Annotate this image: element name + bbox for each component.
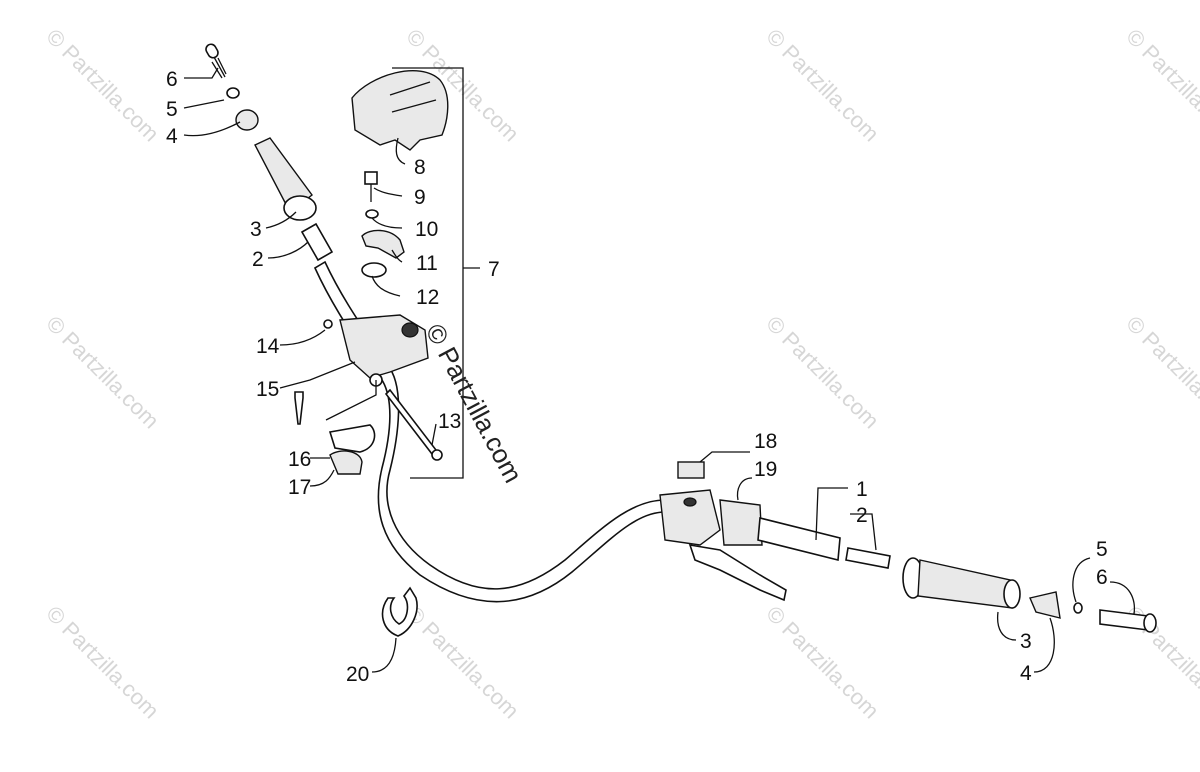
left-bar-end-screw bbox=[205, 43, 219, 59]
right-grip bbox=[902, 557, 1021, 609]
callout-3-left: 3 bbox=[250, 218, 262, 241]
right-control-housing bbox=[659, 461, 787, 602]
watermark: © Partzilla.com bbox=[41, 601, 164, 724]
watermark: © Partzilla.com bbox=[761, 24, 884, 147]
clip-12 bbox=[361, 262, 387, 278]
callout-4-right: 4 bbox=[1020, 662, 1032, 685]
callout-9: 9 bbox=[414, 186, 426, 209]
callout-2-right: 2 bbox=[856, 504, 868, 527]
callout-20: 20 bbox=[346, 663, 369, 686]
callout-13: 13 bbox=[438, 410, 461, 433]
callout-5-left: 5 bbox=[166, 98, 178, 121]
callout-19: 19 bbox=[754, 458, 777, 481]
throttle-hardware bbox=[361, 171, 405, 278]
callout-8: 8 bbox=[414, 156, 426, 179]
bolt-14 bbox=[323, 319, 333, 329]
leader-lines bbox=[183, 67, 1136, 673]
screw-9 bbox=[364, 171, 378, 185]
callout-11: 11 bbox=[416, 252, 438, 275]
clip-20-group bbox=[381, 586, 418, 637]
callout-6-right: 6 bbox=[1096, 566, 1108, 589]
callout-15: 15 bbox=[256, 378, 279, 401]
right-grip-tube bbox=[757, 516, 891, 569]
bracket-7 bbox=[392, 67, 480, 479]
throttle-housing bbox=[294, 314, 443, 461]
decal-18 bbox=[677, 461, 705, 479]
lever-body-17 bbox=[329, 450, 363, 475]
plate-11 bbox=[361, 229, 405, 259]
watermark: © Partzilla.com bbox=[401, 601, 524, 724]
callout-14: 14 bbox=[256, 335, 280, 358]
watermark: © Partzilla.com bbox=[761, 311, 884, 434]
brake-lever bbox=[688, 543, 787, 602]
left-grip bbox=[254, 137, 313, 214]
callout-12: 12 bbox=[416, 286, 439, 309]
callout-18: 18 bbox=[754, 430, 777, 453]
left-grip-flange bbox=[283, 195, 317, 221]
callout-16: 16 bbox=[288, 448, 311, 471]
watermark: © Partzilla.com bbox=[1121, 24, 1200, 147]
left-washer bbox=[226, 87, 240, 99]
switch-housing bbox=[659, 489, 721, 546]
callout-2-left: 2 bbox=[252, 248, 264, 271]
sleeve-2 bbox=[845, 547, 891, 569]
right-bar-end bbox=[1029, 591, 1157, 633]
callout-1: 1 bbox=[856, 478, 868, 501]
callout-4-left: 4 bbox=[166, 125, 178, 148]
center-watermark: © Partzilla.com bbox=[420, 319, 529, 488]
callout-3-right: 3 bbox=[1020, 630, 1032, 653]
callout-10: 10 bbox=[415, 218, 438, 241]
lever-16 bbox=[328, 424, 376, 453]
callout-17: 17 bbox=[288, 476, 311, 499]
bolt-15 bbox=[294, 391, 304, 425]
callout-6-left: 6 bbox=[166, 68, 178, 91]
clip-20 bbox=[381, 586, 418, 637]
left-bar-end-weight bbox=[235, 109, 259, 131]
washer-10 bbox=[365, 209, 379, 219]
watermark: © Partzilla.com bbox=[761, 601, 884, 724]
callout-7: 7 bbox=[488, 258, 500, 281]
throttle-lever bbox=[328, 424, 376, 475]
watermark: © Partzilla.com bbox=[41, 24, 164, 147]
watermark-layer: © Partzilla.com © Partzilla.com © Partzi… bbox=[41, 24, 1200, 724]
switch-19 bbox=[719, 499, 763, 546]
right-washer bbox=[1073, 602, 1083, 614]
callout-labels: 6 5 4 3 2 8 9 10 11 12 7 14 15 13 16 17 … bbox=[166, 68, 1108, 686]
right-grip-body bbox=[917, 559, 1013, 609]
throttle-cover-group bbox=[351, 70, 449, 151]
watermark: © Partzilla.com bbox=[1121, 311, 1200, 434]
tube-1 bbox=[757, 516, 841, 562]
left-grip-sleeve bbox=[300, 222, 334, 262]
right-bar-end-weight bbox=[1029, 591, 1061, 619]
callout-5-right: 5 bbox=[1096, 538, 1108, 561]
left-grip-assembly bbox=[205, 43, 334, 262]
watermark: © Partzilla.com bbox=[41, 311, 164, 434]
